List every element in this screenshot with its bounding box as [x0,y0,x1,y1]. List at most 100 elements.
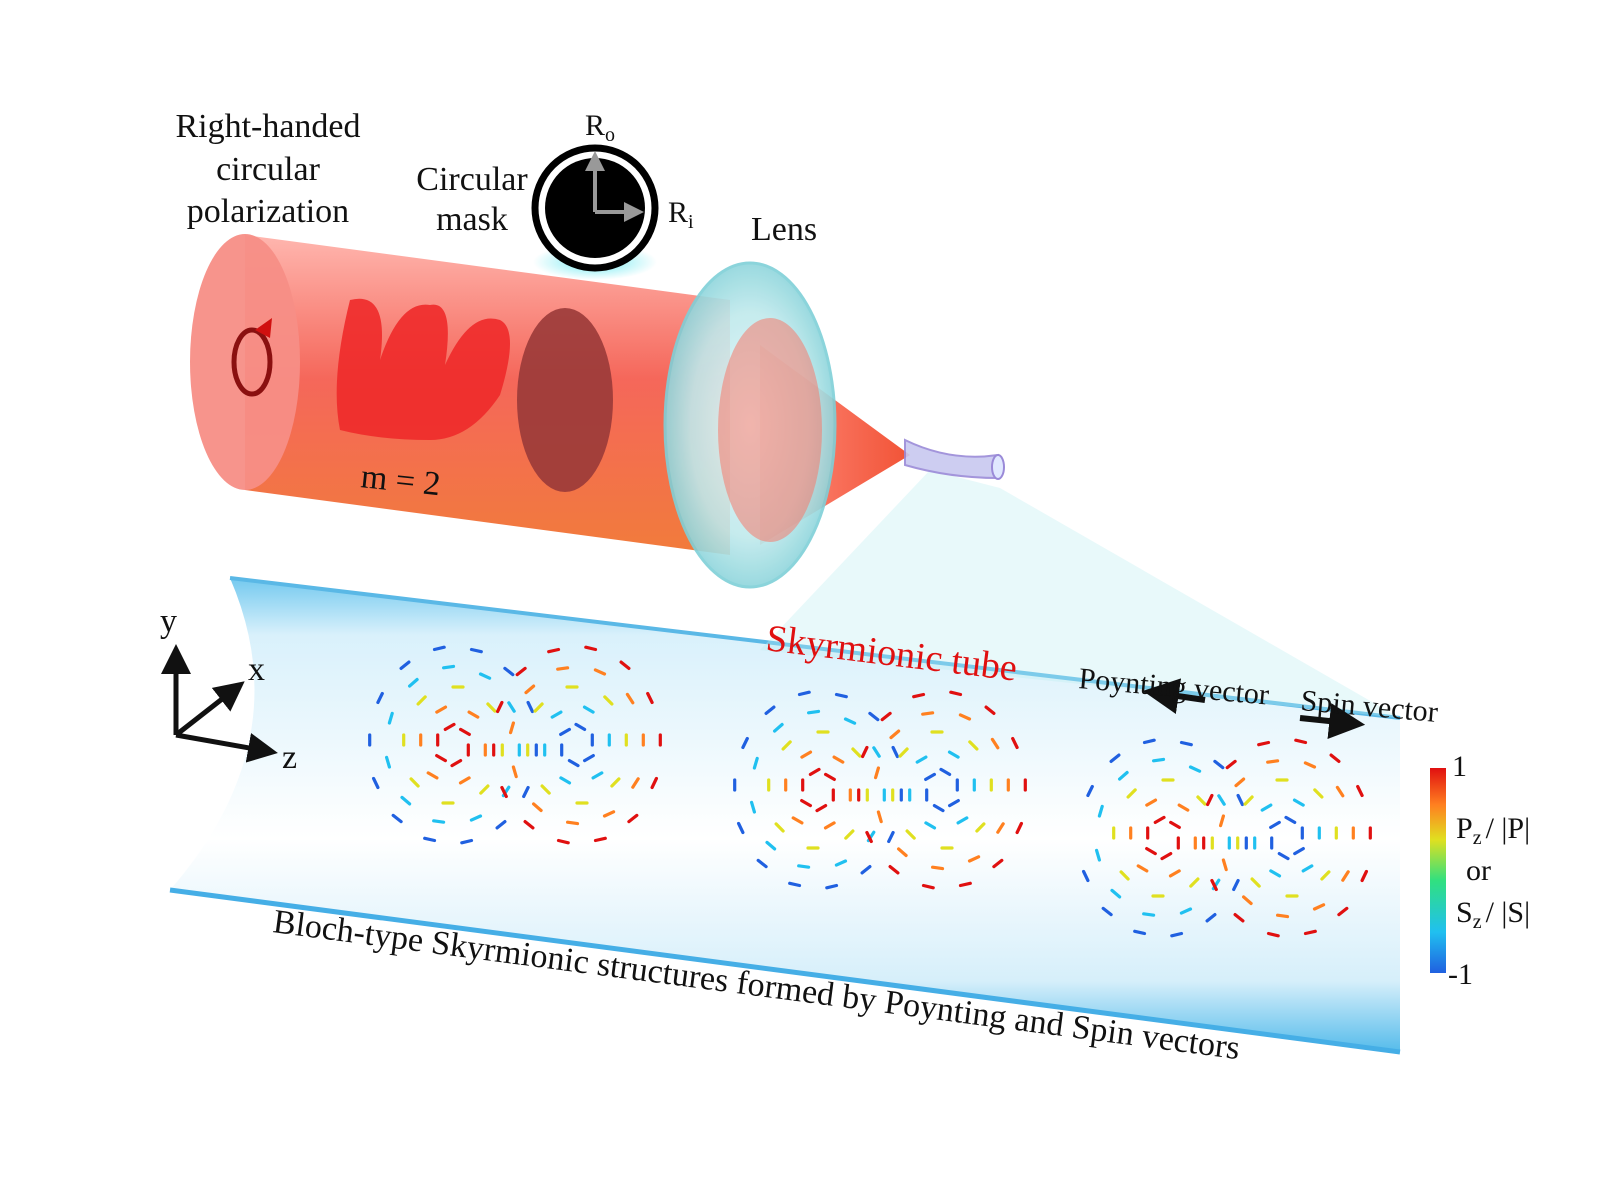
colorbar-pz-label: Pz/ |P| [1456,812,1530,849]
skyrmion-arrow [408,677,419,688]
skyrmion-arrow [582,705,595,714]
skyrmion-arrow [442,664,456,670]
colorbar-or-label: or [1466,854,1491,887]
optical-setup [190,144,1005,589]
skyrmion-arrow [423,836,437,843]
skyrmion-group [733,690,1027,890]
skyrmion-arrow [990,737,1000,750]
skyrmion-arrow [1266,931,1280,938]
skyrmion-arrow [503,666,515,677]
skyrmion-arrow [749,800,757,814]
circular-polarization-icon [231,327,273,397]
skyrmion-arrow [435,705,448,714]
skyrmion-arrow [1179,907,1193,915]
mask-label-line1: Circular [416,161,528,198]
skyrmion-arrow [1243,795,1254,806]
skyrmion-arrow [1101,906,1113,917]
skyrmion-arrow [1217,794,1226,806]
skyrmion-arrow [509,721,516,735]
skyrmion-arrow [797,864,811,869]
skyrmion-arrow [868,711,880,722]
skyrmion-arrow [1360,869,1369,883]
skyrmion-arrow [515,666,527,677]
skyrmion-arrow [891,745,900,759]
tube-bottom-edge [169,887,1401,1055]
skyrmion-arrow [865,830,873,844]
skyrmion-arrow [756,858,768,869]
skyrmion-arrow [797,690,811,697]
skyrmion-arrow [1275,913,1290,919]
skyrmion-arrow [593,836,607,843]
masked-beam-disk [517,308,613,492]
skyrmion-arrow [932,803,945,813]
skyrmion-arrow [889,729,901,740]
skyrmion-arrow [495,819,507,830]
skyrmion-arrow [967,855,981,863]
skyrmion-arrow [930,865,945,871]
skyrmion-arrow [459,727,471,737]
skyrmion-arrow [956,816,969,825]
skyrmion-arrow [1236,793,1245,807]
skyrmion-arrow [1234,777,1246,788]
skyrmion-arrow [1011,736,1019,750]
skyrmion-arrow [1225,759,1237,770]
skyrmion-arrow [1151,757,1166,763]
skyrmion-arrow [1303,929,1317,936]
skyrmion-arrow [1303,761,1317,769]
skyrmion-arrow [887,830,895,844]
skyrmion-arrow [1142,738,1156,745]
skyrmion-arrow [625,692,635,705]
skyrmion-arrow [992,858,1004,869]
skyrmion-arrow [426,771,439,780]
skyrmion-arrow [915,755,928,764]
skyrmion-arrow [947,750,960,759]
skyrmion-arrow [1218,814,1226,828]
skyrmion-arrow [1086,784,1094,798]
skyrmion-arrow [469,647,483,654]
skyrmion-arrow [806,709,821,715]
skyrmion-arrow [736,821,745,835]
skyrmion-arrow [984,705,996,716]
skyrmion-arrow [860,864,872,875]
skyrmion-arrow [765,840,777,851]
skyrmion-arrow [949,690,963,697]
skyrmion-arrow [496,700,504,714]
skyrmion-arrow [500,785,508,799]
axis-y-label: y [160,603,177,640]
skyrmion-arrow [556,666,570,671]
colorbar-min-label: -1 [1448,958,1473,991]
skyrmion-arrow [1188,765,1202,773]
skyrmion-arrow [788,881,802,888]
skyrmion-arrow [511,765,518,779]
skyrmion-arrow [610,777,621,788]
skyrmion-arrow [808,767,821,777]
skyrmion-arrow [450,758,463,768]
skyrmion-arrow [834,692,848,699]
skyrmion-arrow [1260,803,1273,812]
skyrmion-arrow [958,881,972,888]
skyrmion-arrow [523,819,535,830]
skyrmion-arrow [550,710,563,719]
skyrmion-arrow [1337,906,1349,917]
skyrmion-arrow [781,740,792,751]
skyrmion-arrow [1094,848,1102,862]
skyrmion-arrow [1097,804,1104,818]
skyrmion-arrow [1250,877,1261,888]
skyrmion-arrow [968,740,979,751]
skyrmion-arrow [1117,770,1129,781]
skyrmion-arrow [834,859,848,867]
skyrmion-arrow [400,795,412,806]
skyrmion-arrow [1284,815,1297,825]
focal-tube-end [991,454,1005,480]
skyrmion-arrow [832,755,845,764]
skyrmion-arrow [924,821,937,830]
skyrmion-arrow [1313,788,1324,799]
tube-top-edge [229,576,1401,720]
skyrmion-arrow [1145,798,1158,807]
skyrmion-arrow [432,645,446,652]
skyrmion-arrow [1170,931,1184,938]
skyrmion-arrow [921,883,935,890]
skyrmion-group [368,645,662,845]
